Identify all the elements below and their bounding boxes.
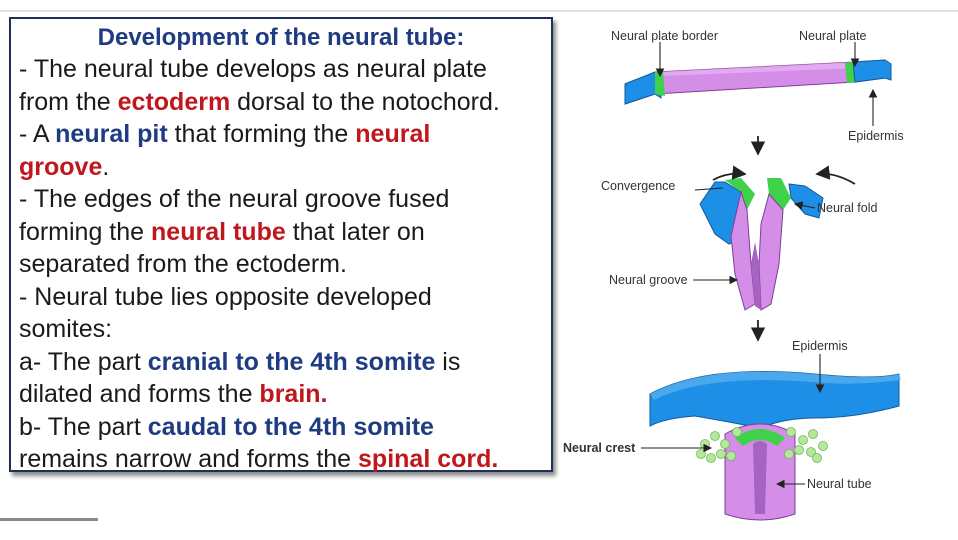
highlight-term: cranial to the 4th somite (147, 347, 436, 376)
body-text: somites: (19, 315, 113, 343)
body-text: - The neural tube develops as neural pla… (19, 55, 487, 83)
body-text: b- The part (19, 412, 148, 441)
arrows (712, 136, 856, 342)
body-text: a- The part (19, 347, 148, 376)
slide-line: forming the neural tube that later on (19, 216, 543, 249)
crest-cell (818, 441, 828, 451)
crest-cell (710, 431, 720, 441)
highlight-term: brain. (259, 380, 328, 408)
body-text: - Neural tube lies opposite developed (19, 282, 432, 311)
highlight-term: neural (355, 120, 431, 148)
stage-neural-folds (699, 178, 824, 311)
crest-cell (798, 435, 808, 445)
body-text: dilated and forms the (19, 380, 260, 408)
label-neural-fold: Neural fold (817, 201, 877, 215)
crest-cell (696, 449, 706, 459)
crest-cell (794, 445, 804, 455)
slide-line: remains narrow and forms the spinal cord… (19, 443, 543, 476)
label-epidermis-top: Epidermis (848, 129, 904, 143)
highlight-term: groove (19, 152, 103, 181)
highlight-term: spinal cord. (358, 445, 499, 473)
body-text: - A (19, 120, 56, 148)
slide-line: - A neural pit that forming the neural (19, 118, 543, 151)
crest-cell (784, 449, 794, 459)
crest-cell (726, 451, 736, 461)
label-epidermis-bottom: Epidermis (792, 339, 848, 353)
label-neural-plate: Neural plate (799, 29, 866, 43)
stage-neural-tube (649, 371, 901, 521)
slide-title: Development of the neural tube: (97, 24, 465, 51)
crest-cell (806, 447, 816, 457)
body-text: from the (19, 87, 118, 116)
slide-line: a- The part cranial to the 4th somite is (19, 346, 543, 379)
slide-line: separated from the ectoderm. (19, 248, 543, 281)
slide-line: - The neural tube develops as neural pla… (19, 53, 543, 86)
top-rule (0, 10, 958, 12)
label-neural-plate-border: Neural plate border (611, 29, 718, 43)
highlight-term: caudal to the 4th somite (147, 412, 434, 441)
label-neural-tube: Neural tube (807, 477, 872, 491)
bottom-rule (0, 518, 98, 521)
body-text: that later on (285, 217, 425, 246)
slide-body: - The neural tube develops as neural pla… (19, 53, 543, 476)
neural-tube-diagram: Neural plate border Neural plate Epiderm… (563, 29, 904, 521)
crest-cell (732, 427, 742, 437)
crest-cell (716, 449, 726, 459)
leader-lines (641, 42, 878, 489)
crest-cell (812, 453, 822, 463)
body-text: remains narrow and forms the (19, 445, 359, 473)
label-neural-crest: Neural crest (563, 441, 636, 455)
highlight-term: ectoderm (117, 87, 231, 116)
slide-text-box: Development of the neural tube: - The ne… (9, 17, 553, 473)
body-text: separated from the ectoderm. (19, 250, 347, 278)
slide-line: b- The part caudal to the 4th somite (19, 411, 543, 444)
stage-neural-plate (624, 59, 892, 105)
crest-cell (720, 439, 730, 449)
crest-cell (808, 429, 818, 439)
body-text: that forming the (167, 120, 356, 148)
highlight-term: neural pit (55, 120, 168, 148)
diagram-labels: Neural plate border Neural plate Epiderm… (563, 29, 904, 491)
slide-line: from the ectoderm dorsal to the notochor… (19, 86, 543, 119)
label-convergence: Convergence (601, 179, 675, 193)
slide-line: dilated and forms the brain. (19, 378, 543, 411)
crest-cell (700, 439, 710, 449)
slide-line: somites: (19, 313, 543, 346)
label-neural-groove: Neural groove (609, 273, 688, 287)
slide-line: - Neural tube lies opposite developed (19, 281, 543, 314)
body-text: forming the (19, 217, 152, 246)
crest-cell (786, 427, 796, 437)
slide-line: groove. (19, 151, 543, 184)
crest-cell (706, 453, 716, 463)
highlight-term: neural tube (151, 217, 286, 246)
slide-line: - The edges of the neural groove fused (19, 183, 543, 216)
body-text: is (435, 347, 461, 376)
body-text: dorsal to the notochord. (230, 87, 500, 116)
body-text: . (102, 152, 110, 181)
body-text: - The edges of the neural groove fused (19, 185, 450, 213)
